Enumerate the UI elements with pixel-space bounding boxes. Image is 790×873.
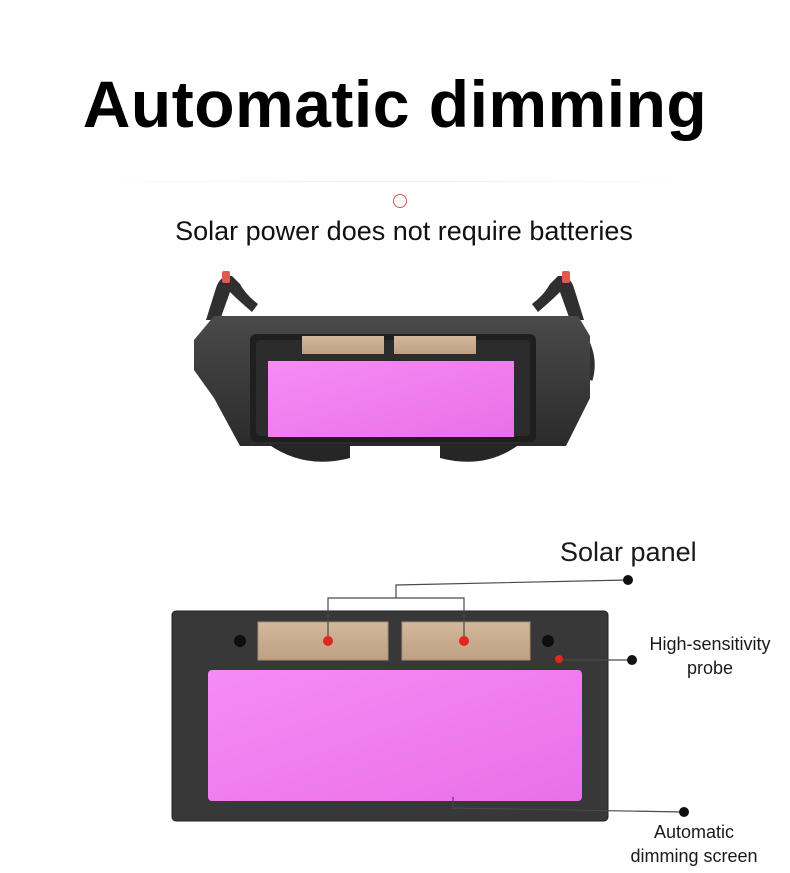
divider (80, 181, 710, 182)
goggles-left-arm (206, 271, 258, 320)
callout-dimming-screen: Automatic dimming screen (612, 820, 776, 869)
goggles-lens (268, 361, 514, 437)
callout-solar-panel: Solar panel (560, 537, 697, 567)
callout-probe-line1: High-sensitivity (649, 634, 771, 654)
goggles-solar-cell-left (302, 336, 384, 354)
probe-callout-dot (627, 655, 637, 665)
dimming-screen (208, 670, 582, 801)
solar-panel-callout-dot (623, 575, 633, 585)
callout-probe: High-sensitivity probe (638, 632, 782, 681)
page-title: Automatic dimming (82, 67, 708, 141)
callout-lines (327, 579, 685, 813)
circle-outline-icon (393, 194, 407, 208)
screen-callout-dot (679, 807, 689, 817)
callout-probe-line2: probe (686, 658, 734, 679)
sensor-hole-left (234, 635, 246, 647)
probe-marker (555, 655, 563, 663)
callout-screen-line1: Automatic (653, 822, 735, 842)
callout-screen-line2: dimming screen (630, 846, 758, 867)
solar-cell-marker-right (459, 636, 469, 646)
solar-cell-marker-left (323, 636, 333, 646)
goggles-solar-cell-right (394, 336, 476, 354)
subtitle: Solar power does not require batteries (175, 216, 633, 246)
filter-cartridge (171, 610, 609, 822)
goggles-photo (194, 271, 595, 462)
sensor-hole-right (542, 635, 554, 647)
